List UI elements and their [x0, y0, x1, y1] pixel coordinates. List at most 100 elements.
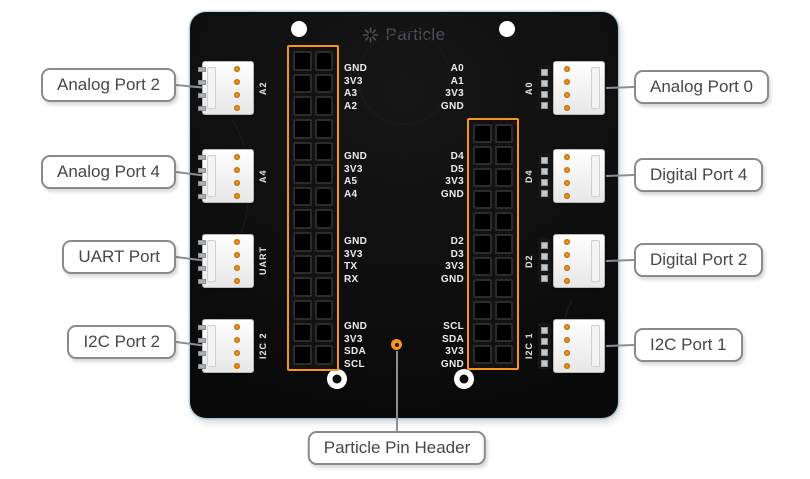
pin-label: 3V3: [445, 346, 464, 357]
callout-i2c-port-2: I2C Port 2: [67, 325, 176, 359]
connector-pin: [541, 102, 548, 109]
grove-pin-dot: [564, 193, 570, 199]
grove-pin-dot: [564, 363, 570, 369]
grove-pin-dot: [234, 278, 240, 284]
pin-socket-hole: [473, 168, 492, 188]
grove-pin-dot: [564, 154, 570, 160]
pin-label: GND: [344, 321, 368, 332]
pin-socket-hole: [314, 209, 333, 230]
pin-label: GND: [440, 188, 464, 200]
grove-pin-dot: [234, 239, 240, 245]
grove-pin-dot: [564, 252, 570, 258]
pin-socket-hole: [293, 51, 312, 71]
connector-pin: [541, 242, 548, 249]
pin-socket-hole: [494, 322, 513, 342]
connector-pin: [541, 349, 548, 356]
pin-socket-hole: [293, 232, 312, 252]
connector-pin: [198, 351, 206, 356]
pin-label: GND: [440, 273, 464, 285]
grove-socket-opening: [207, 67, 216, 109]
mounting-hole: [499, 21, 515, 37]
grove-pin-dot: [234, 167, 240, 173]
pin-socket-hole: [494, 300, 513, 320]
grove-pin-dot: [234, 324, 240, 330]
connector-pin-strip: [538, 238, 551, 284]
pin-socket-hole: [314, 254, 333, 275]
grove-connector-analog-port-0: [553, 61, 605, 115]
pin-socket-hole: [494, 124, 513, 144]
grove-pin-dot: [564, 167, 570, 173]
connector-pin: [198, 194, 206, 199]
connector-pin: [198, 253, 206, 258]
grove-pin-dot: [234, 265, 240, 271]
connector-pin: [198, 279, 206, 284]
connector-pin: [198, 338, 206, 343]
grove-pin-dot: [564, 265, 570, 271]
connector-pin: [198, 106, 206, 111]
connector-pin: [541, 80, 548, 87]
mounting-hole: [291, 21, 307, 37]
pin-label: GND: [440, 358, 464, 370]
pin-label: GND: [344, 63, 368, 74]
grove-pin-dot: [564, 92, 570, 98]
pin-socket-hole: [293, 209, 312, 230]
connector-pin: [541, 69, 548, 76]
pin-socket-hole: [293, 118, 312, 139]
grove-socket-opening: [207, 155, 216, 197]
pin-socket-hole: [293, 186, 312, 207]
pin-socket-hole: [293, 300, 312, 320]
mounting-hole: [454, 369, 474, 389]
pin-socket-hole: [494, 234, 513, 254]
pin-label: GND: [344, 151, 368, 162]
pin-socket-hole: [494, 256, 513, 276]
pin-label: A4: [344, 188, 358, 200]
connector-pin: [198, 168, 206, 173]
mounting-hole-center: [459, 374, 469, 384]
pin-label: A5: [344, 176, 358, 187]
particle-logo: Particle: [362, 25, 446, 45]
pin-socket-hole: [293, 96, 312, 116]
pin-socket-hole: [494, 344, 513, 364]
grove-connector-digital-port-4: [553, 149, 605, 203]
pin-label: 3V3: [344, 248, 363, 260]
connector-pin: [198, 93, 206, 98]
grove-pin-dot: [564, 79, 570, 85]
grove-connector-analog-port-2: [198, 61, 254, 115]
grove-socket-opening: [207, 240, 216, 282]
connector-pin: [541, 338, 548, 345]
grove-pin-dot: [564, 324, 570, 330]
grove-socket-opening: [207, 325, 216, 367]
grove-socket-opening: [591, 325, 600, 367]
pin-label: A3: [344, 88, 358, 99]
connector-pin: [541, 275, 548, 282]
grove-pin-dot: [234, 193, 240, 199]
pin-socket-hole: [314, 118, 333, 139]
connector-pin: [541, 91, 548, 98]
pin-label: D5: [450, 163, 464, 175]
silkscreen-label-a0: A0: [524, 81, 534, 95]
silkscreen-label-i2c-1: I2C 1: [524, 332, 534, 360]
particle-burst-icon: [362, 27, 379, 43]
grove-connector-i2c-port-1: [553, 319, 605, 373]
grove-pin-dot: [234, 337, 240, 343]
connector-pin: [541, 168, 548, 175]
connector-pin: [198, 240, 206, 245]
grove-pin-dot: [564, 350, 570, 356]
callout-i2c-port-1: I2C Port 1: [634, 328, 743, 362]
connector-pin: [541, 190, 548, 197]
connector-pin: [541, 360, 548, 367]
grove-pin-dot: [234, 105, 240, 111]
grove-pin-dot: [234, 252, 240, 258]
connector-pin: [198, 325, 206, 330]
pin-socket-hole: [473, 212, 492, 232]
mounting-hole-center: [332, 374, 342, 384]
pin-label: SCL: [443, 321, 464, 332]
pin-socket-hole: [494, 146, 513, 166]
pin-socket-hole: [314, 96, 333, 116]
pin-socket-hole: [314, 51, 333, 71]
connector-pin: [198, 67, 206, 72]
